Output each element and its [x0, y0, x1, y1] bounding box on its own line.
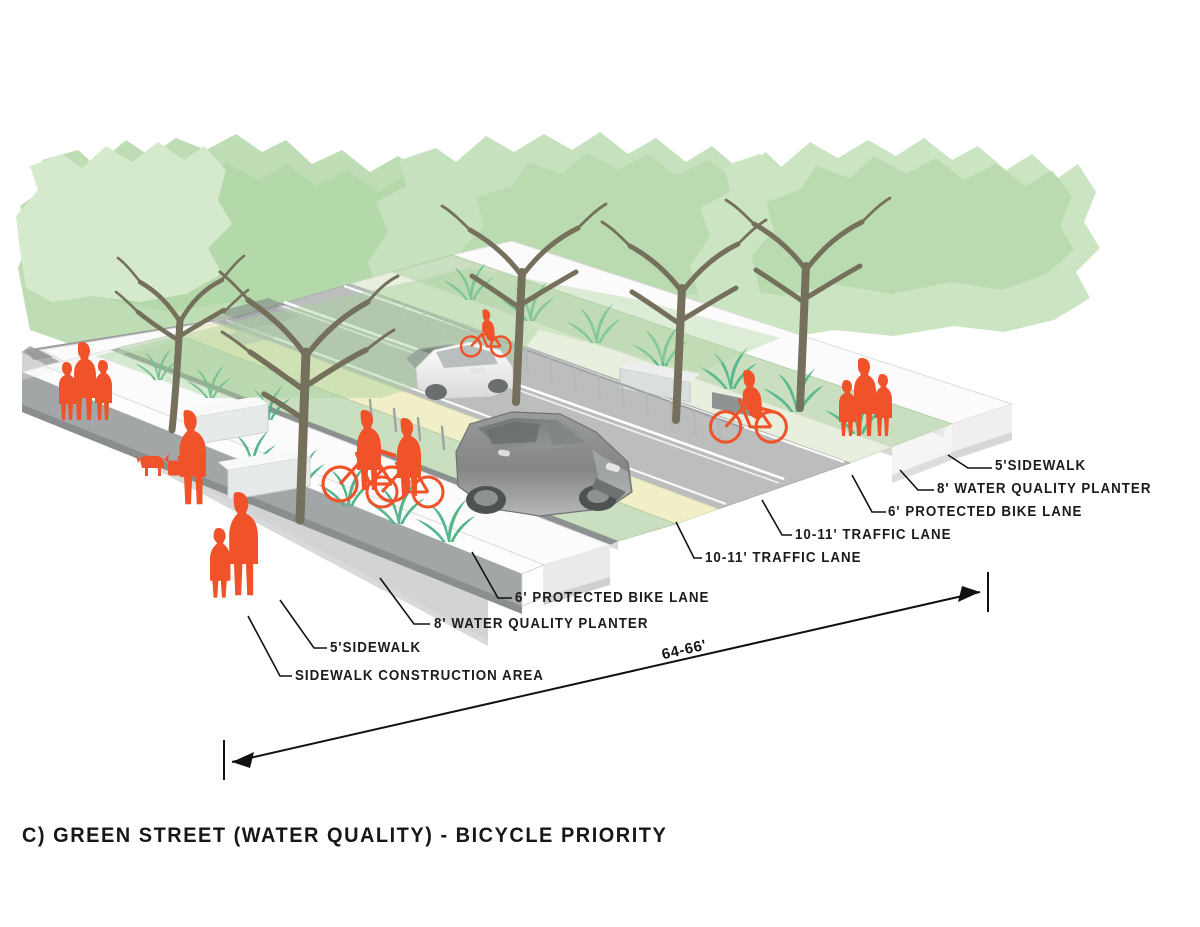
- leader-right-planter: [899, 469, 934, 491]
- label-left-sidewalk: 5'SIDEWALK: [330, 640, 422, 656]
- figure-caption: C) GREEN STREET (WATER QUALITY) - BICYCL…: [22, 824, 668, 847]
- figure-cyclist-right: [708, 369, 788, 444]
- label-traffic-lane-far: 10-11' TRAFFIC LANE: [705, 550, 862, 566]
- figure-family-right: [839, 358, 892, 436]
- figure-cyclist-far: [459, 309, 512, 358]
- leader-traffic-lane-far: [675, 521, 702, 559]
- leader-left-bike-lane: [471, 551, 512, 599]
- label-right-sidewalk: 5'SIDEWALK: [995, 458, 1087, 474]
- leader-lines: [247, 454, 992, 677]
- leader-right-bike-lane: [851, 474, 886, 513]
- leader-traffic-lane-near: [761, 499, 792, 536]
- label-traffic-lane-near: 10-11' TRAFFIC LANE: [795, 527, 952, 543]
- label-right-protected-bike-lane: 6' PROTECTED BIKE LANE: [888, 504, 1083, 520]
- figure-mother-child: [210, 492, 258, 598]
- figure-cyclists-pair: [321, 410, 445, 509]
- label-left-water-quality-planter: 8' WATER QUALITY PLANTER: [434, 616, 649, 632]
- label-sidewalk-construction-area: SIDEWALK CONSTRUCTION AREA: [295, 668, 544, 684]
- figure-family-left: [59, 342, 112, 420]
- label-right-water-quality-planter: 8' WATER QUALITY PLANTER: [937, 481, 1152, 497]
- leader-left-sidewalk: [279, 599, 327, 649]
- leader-right-sidewalk: [947, 454, 992, 469]
- vehicle-grey-sedan: [455, 411, 633, 517]
- leader-left-planter: [379, 577, 430, 625]
- leader-sidewalk-construction: [247, 615, 292, 677]
- planter-wall-blocks: [182, 360, 760, 501]
- label-left-protected-bike-lane: 6' PROTECTED BIKE LANE: [515, 590, 710, 606]
- figure-dog: [136, 454, 169, 476]
- dimension-line: [231, 591, 981, 763]
- dimension-arrow: [223, 572, 989, 780]
- figure-pedestrian-bag: [168, 410, 206, 505]
- people-figures: [59, 309, 892, 598]
- street-trees: [114, 196, 892, 525]
